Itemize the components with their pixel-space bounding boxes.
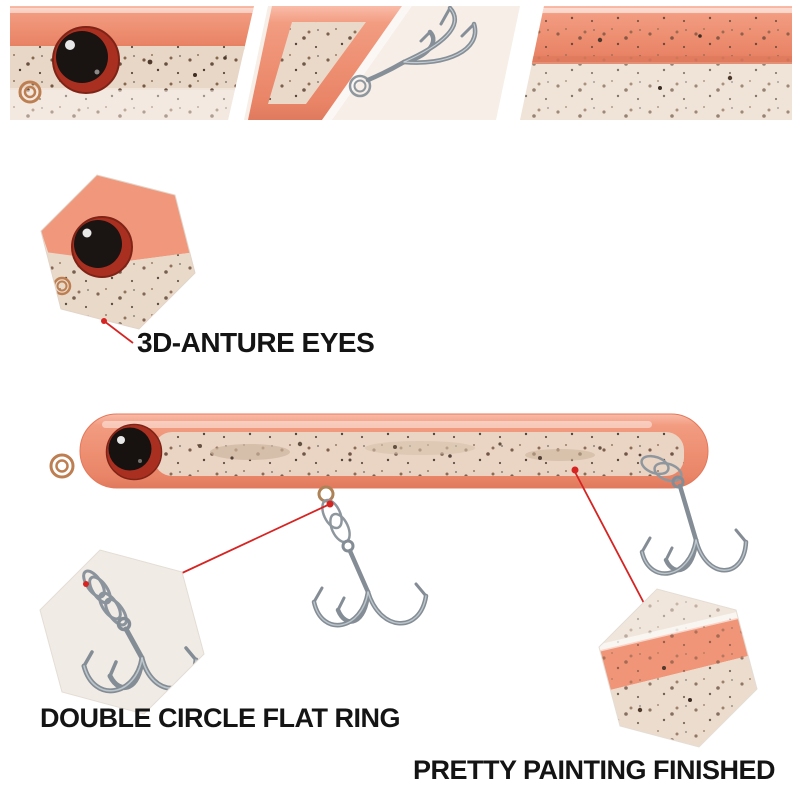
photo-crop-paint [520,6,792,120]
label-double-circle-flat-ring: DOUBLE CIRCLE FLAT RING [40,703,400,733]
tail-hook [639,454,749,576]
split-ring-closeup [348,74,372,98]
ring-marker-dot [83,581,89,587]
nose-ring [49,453,75,479]
photo-crop-eye [10,6,254,120]
label-3d-nature-eyes: 3D-ANTURE EYES [137,327,375,358]
nose-ring-closeup [18,80,42,104]
lure-eye-inset [71,216,133,278]
label-pretty-painting-finished: PRETTY PAINTING FINISHED [413,755,776,785]
lure-photo-main [49,413,709,489]
tail-split-ring [640,454,670,476]
belly-hook [311,485,429,628]
callout-line-eyes [101,318,134,344]
inset-hexagon-painting [599,589,757,747]
belly-treble-hook [311,548,429,628]
belly-split-ring [321,498,343,530]
tail-treble-hook [639,483,749,576]
lure-eye-closeup [52,26,120,94]
callout-line-painting [571,466,647,608]
lure-eye [105,423,163,481]
photo-crop-hook [244,6,520,120]
treble-hook-closeup [365,6,478,83]
